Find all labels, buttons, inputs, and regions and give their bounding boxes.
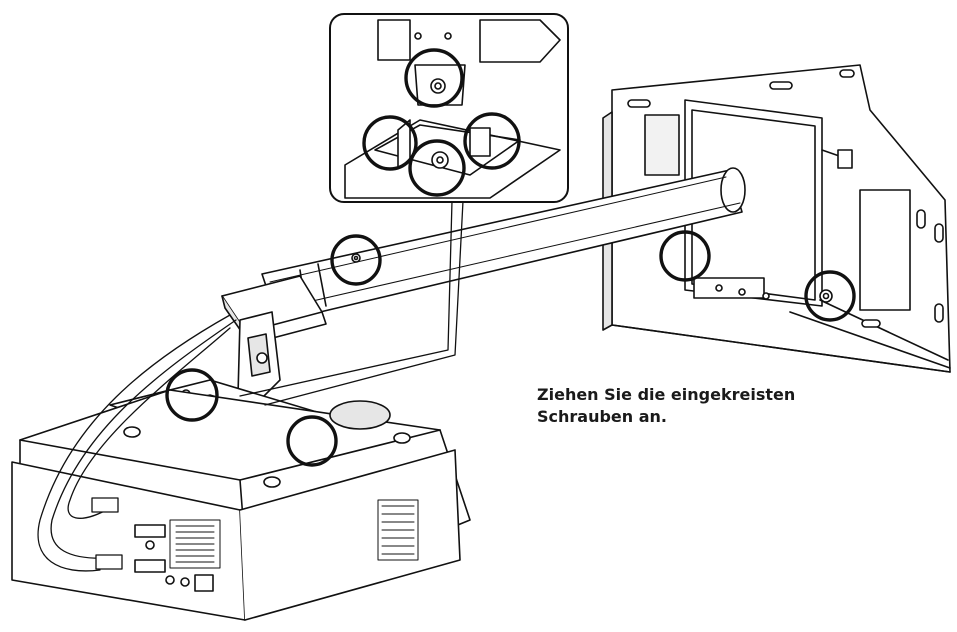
projector — [11, 389, 471, 621]
wall-plate — [602, 64, 951, 373]
highlight-circle-pipe-right — [659, 230, 711, 282]
screw-highlights — [165, 48, 856, 467]
bracket-arm — [234, 311, 281, 417]
instruction-line-2: Schrauben an. — [537, 407, 668, 426]
cables — [37, 314, 237, 572]
instruction-text: Ziehen Sie die eingekreisten Schrauben a… — [537, 384, 837, 428]
detail-inset — [239, 13, 569, 406]
highlight-circle-pipe-left — [330, 234, 382, 286]
highlight-circle-inset-top — [404, 48, 464, 108]
highlight-circle-plate-right — [286, 415, 338, 467]
highlight-circle-inset-left — [362, 115, 418, 171]
highlight-circle-inset-right — [463, 112, 521, 170]
highlight-circle-plate-left — [165, 368, 219, 422]
highlight-circle-inset-center — [408, 139, 466, 197]
highlight-circle-wallplate — [804, 270, 856, 322]
instruction-line-1: Ziehen Sie die eingekreisten — [537, 385, 796, 404]
